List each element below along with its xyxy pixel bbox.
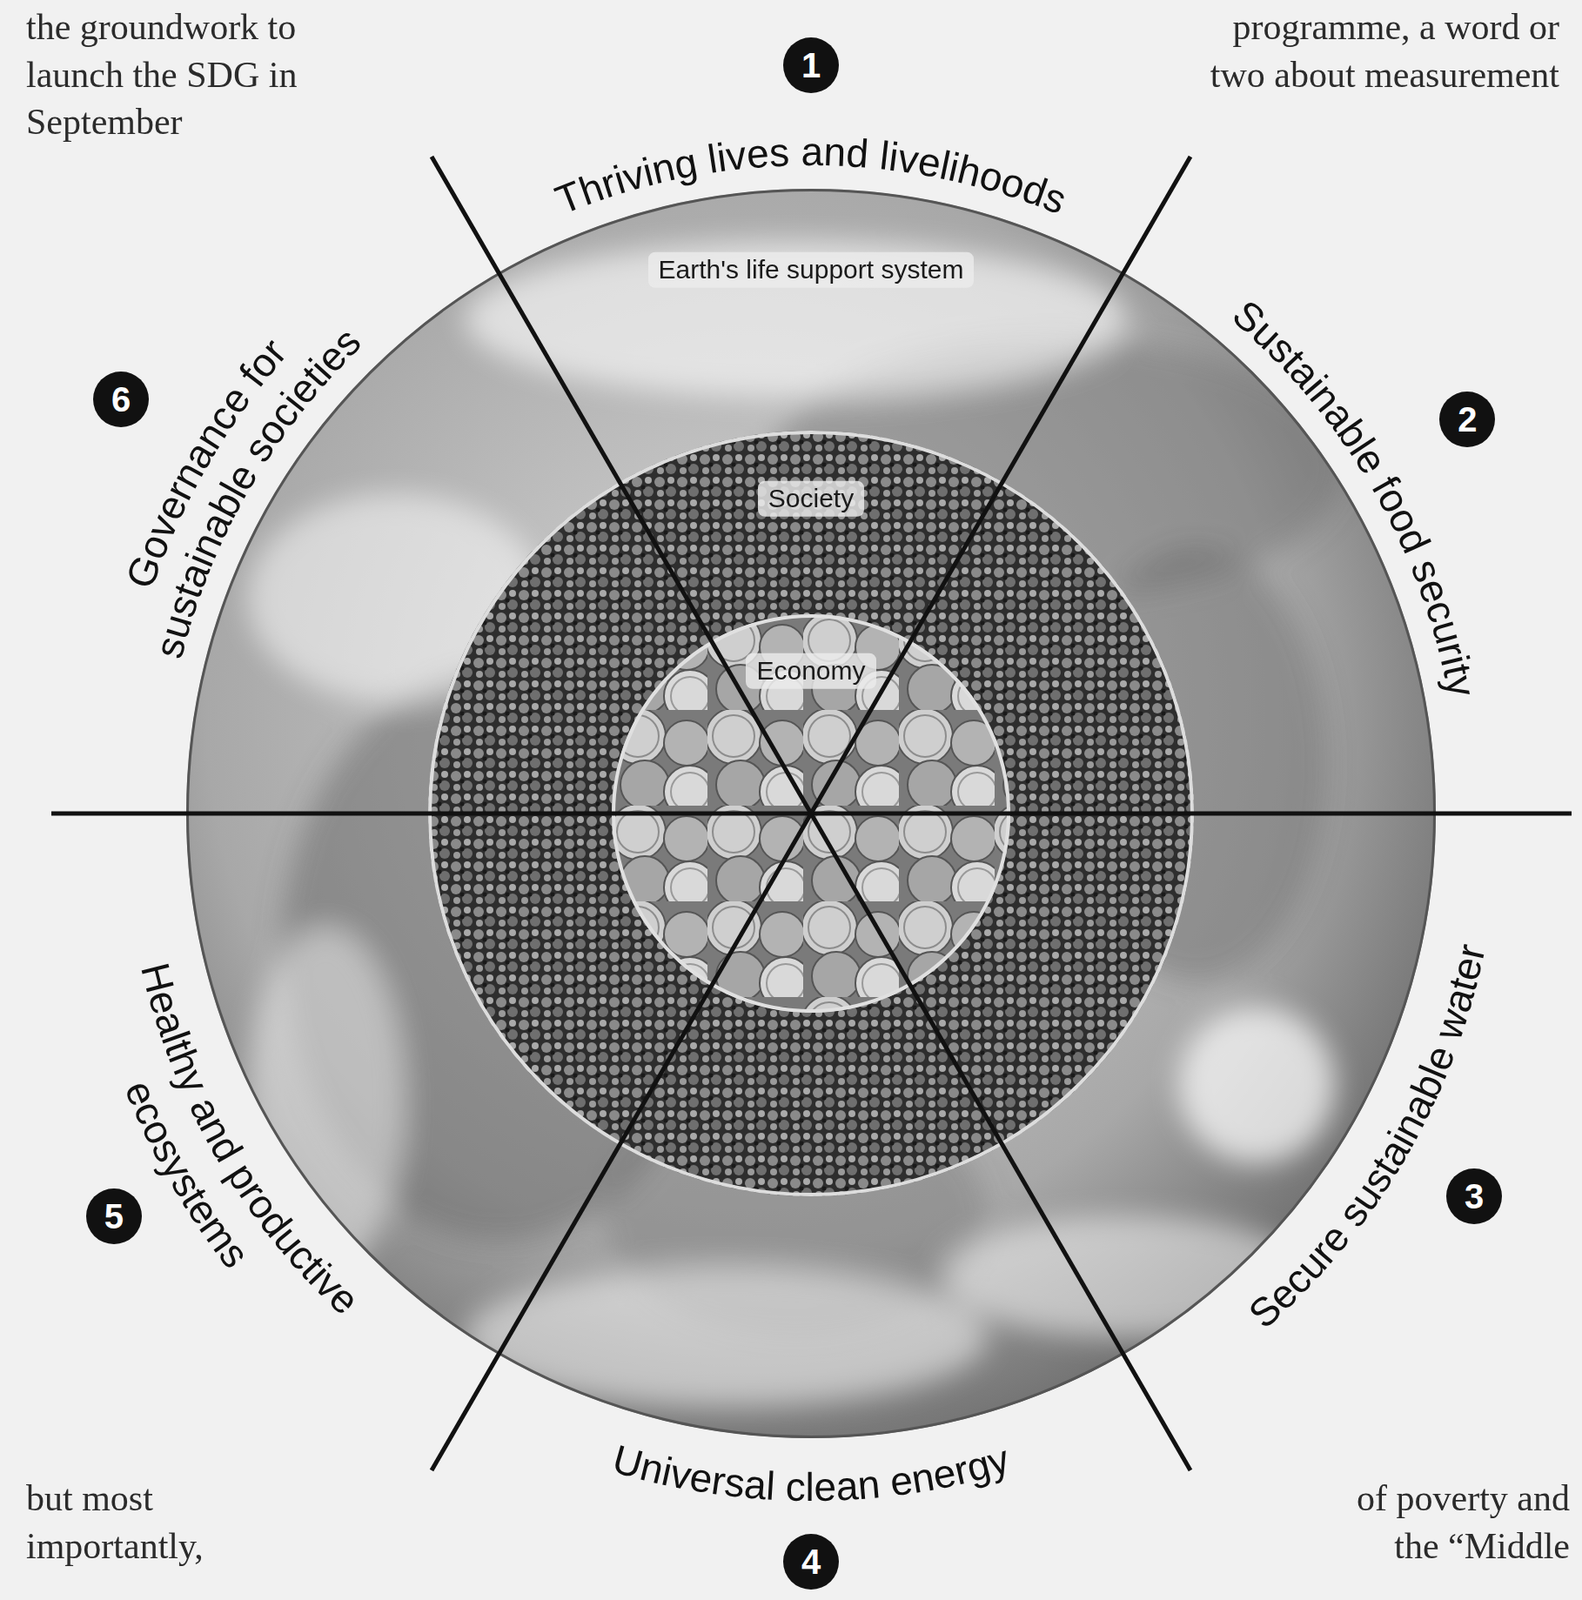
page-text-fragment: but most importantly,	[26, 1474, 253, 1570]
page-text-fragment: the groundwork to launch the SDG in Sept…	[26, 3, 327, 147]
economy-core: Economy	[611, 614, 1011, 1013]
segment-title: Thriving lives and livelihoods	[549, 128, 1073, 223]
divider-line	[51, 811, 1572, 817]
divider-line	[431, 156, 1191, 1471]
callout-number: 4	[783, 1534, 839, 1590]
segment-title: sustainable societies	[145, 318, 369, 663]
earth-circle: Earth's life support systemSocietyEconom…	[186, 188, 1436, 1439]
node-label: Society	[757, 481, 865, 517]
segment-title: Healthy and productive	[132, 958, 369, 1324]
page-text-fragment: of poverty and the “Middle	[1308, 1474, 1570, 1570]
society-ring: SocietyEconomy	[428, 430, 1194, 1197]
segment-title: Secure sustainable water	[1240, 940, 1495, 1338]
segment-title: Governance for	[116, 329, 295, 595]
segment-title: ecosystems	[116, 1074, 260, 1277]
divider-line	[431, 156, 1191, 1471]
segment-title: Universal clean energy	[608, 1435, 1015, 1510]
page-text-fragment: programme, a word or two about measureme…	[1193, 3, 1560, 99]
callout-number: 2	[1439, 391, 1495, 448]
callout-number: 6	[93, 371, 149, 428]
callout-number: 5	[86, 1188, 142, 1245]
node-label: Economy	[745, 653, 876, 690]
callout-number: 3	[1446, 1168, 1502, 1225]
segment-title: Sustainable food security	[1224, 291, 1486, 701]
callout-number: 1	[783, 37, 839, 94]
node-label: Earth's life support system	[648, 252, 975, 289]
